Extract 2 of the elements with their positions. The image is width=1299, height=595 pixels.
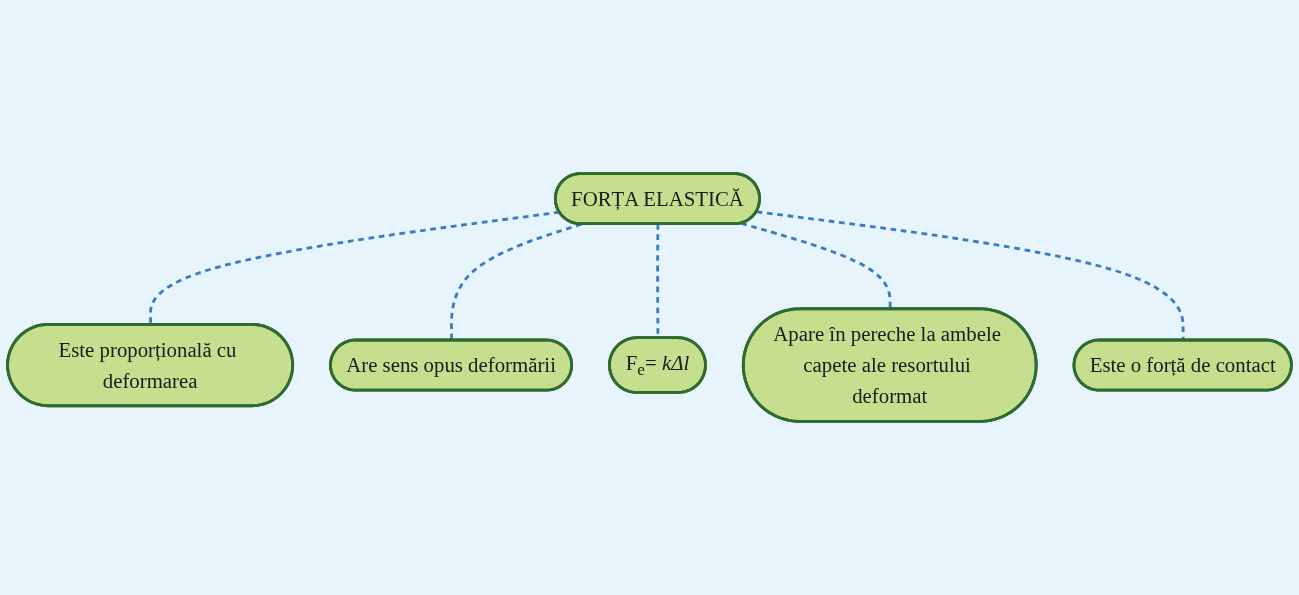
connector bbox=[149, 210, 560, 325]
connector bbox=[756, 210, 1185, 341]
